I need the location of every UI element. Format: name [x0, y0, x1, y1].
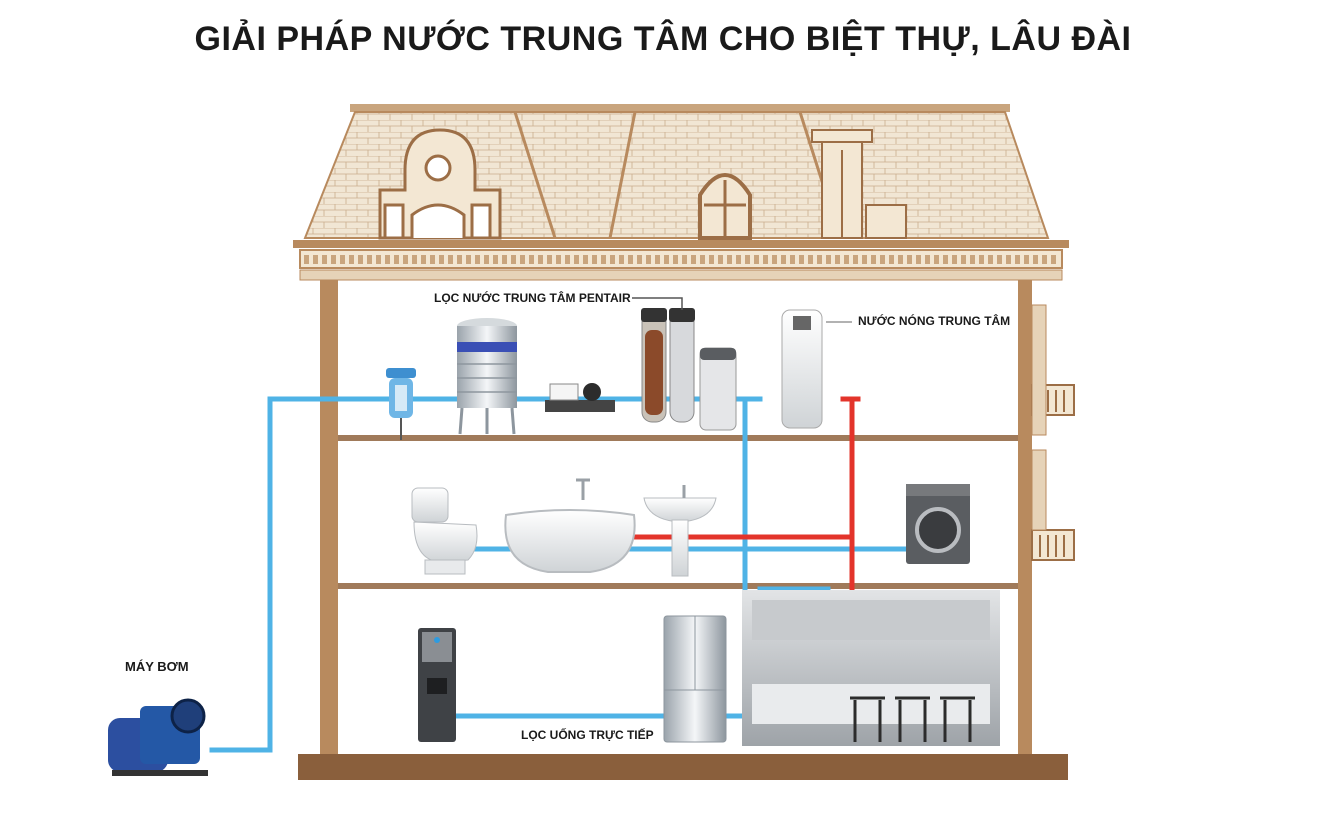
booster-pump-small [545, 383, 615, 412]
page-title: GIẢI PHÁP NƯỚC TRUNG TÂM CHO BIỆT THỰ, L… [194, 20, 1132, 58]
heat-pump-water-heater [781, 309, 823, 429]
roof [293, 104, 1069, 281]
washing-machine [906, 484, 970, 564]
balcony-lower [1031, 529, 1075, 561]
ornate-dormer [378, 128, 502, 240]
label-hot-water: NƯỚC NÓNG TRUNG TÂM [858, 313, 1010, 328]
sink-basin [643, 485, 717, 577]
chimney [811, 129, 907, 239]
arched-window [698, 173, 752, 240]
stainless-water-tank [457, 318, 517, 435]
toilet [411, 487, 478, 575]
label-pump: MÁY BƠM [125, 659, 189, 674]
kitchen-scene [742, 590, 1000, 746]
label-central-filter: LỌC NƯỚC TRUNG TÂM PENTAIR [434, 290, 631, 305]
pentair-filter-system [641, 308, 737, 431]
sediment-filter [386, 368, 416, 440]
refrigerator [663, 615, 727, 743]
house-structure [298, 280, 1075, 780]
cornice-dentils [304, 255, 1056, 264]
bathtub [504, 478, 636, 573]
main-water-pump [108, 698, 208, 776]
water-dispenser [418, 628, 456, 742]
labels: LỌC NƯỚC TRUNG TÂM PENTAIR NƯỚC NÓNG TRU… [125, 290, 1010, 742]
label-drinking: LỌC UỐNG TRỰC TIẾP [521, 727, 654, 742]
